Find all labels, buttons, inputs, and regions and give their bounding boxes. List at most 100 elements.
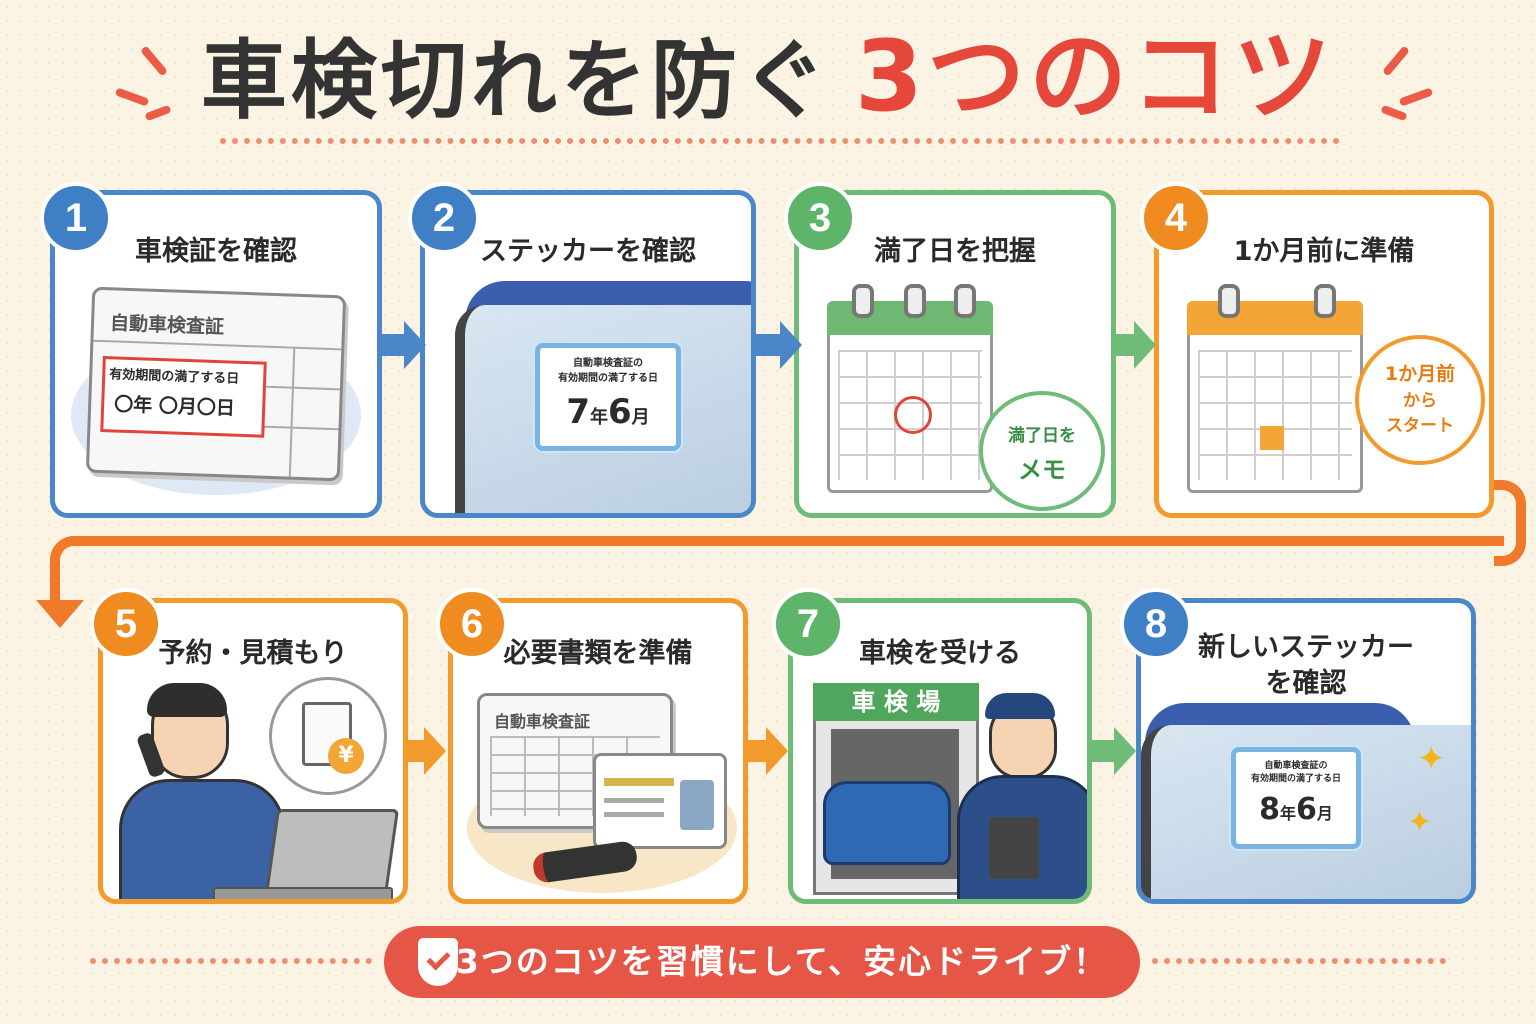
step-title: 車検を受ける: [859, 638, 1021, 669]
license-card-icon: [593, 753, 727, 849]
step-card-8: 新しいステッカー を確認 自動車検査証の 有効期間の満了する日 8年6月 ✦ ✦: [1136, 598, 1476, 904]
person-body: [119, 779, 285, 899]
expiry-box: 有効期間の満了する日 〇年 〇月〇日: [100, 356, 267, 438]
step-card-7: 車検を受ける 車 検 場: [788, 598, 1092, 904]
cert-line: [93, 339, 342, 351]
sticker-year-unit: 年: [1279, 804, 1296, 823]
step-title: 必要書類を準備: [503, 638, 693, 669]
vehicle-certificate: 自動車検査証 有効期間の満了する日 〇年 〇月〇日: [85, 286, 347, 482]
step-title-line2: を確認: [1265, 668, 1347, 699]
calendar-header: [1187, 301, 1363, 335]
inspection-sticker: 自動車検査証の 有効期間の満了する日 7年6月: [535, 343, 681, 451]
step-card-2: ステッカーを確認 自動車検査証の 有効期間の満了する日 7年6月: [420, 190, 756, 518]
calendar-icon: [1187, 284, 1363, 493]
step-title: 予約・見積もり: [158, 638, 348, 669]
sparkle-icon: ✦: [1417, 739, 1446, 779]
step-card-1: 車検証を確認 自動車検査証 有効期間の満了する日 〇年 〇月〇日: [50, 190, 382, 518]
cert-line: [258, 425, 339, 431]
certificate-title: 自動車検査証: [109, 312, 225, 339]
step-card-6: 必要書類を準備 自動車検査証: [448, 598, 748, 904]
step-title: 車検証を確認: [135, 236, 297, 267]
step-title: 1か月前に準備: [1233, 236, 1415, 267]
arrow-icon: [1116, 334, 1134, 356]
step-number-3: 3: [784, 182, 856, 254]
step-number-6: 6: [436, 588, 508, 660]
step-number-4: 4: [1140, 182, 1212, 254]
calendar-grid: [1198, 350, 1352, 480]
license-line: [604, 798, 664, 803]
person-hair: [147, 683, 227, 717]
arrow-icon: [1114, 727, 1136, 775]
arrow-icon: [780, 321, 802, 369]
arrow-icon: [766, 727, 788, 775]
footer-divider-right: [1152, 958, 1446, 964]
footer-banner: 3つのコツを習慣にして、安心ドライブ！: [384, 926, 1140, 998]
calendar-ring: [1218, 284, 1240, 318]
note-line3: スタート: [1386, 416, 1454, 436]
arrow-down-icon: [36, 600, 84, 628]
note-line2: から: [1403, 391, 1437, 411]
portrait-icon: [680, 780, 714, 830]
expiry-label: 有効期間の満了する日: [108, 367, 240, 387]
shield-check-icon: [418, 938, 458, 986]
sticker-month-unit: 月: [631, 407, 650, 428]
step-card-4: 1か月前に準備 1か月前 から スタート: [1154, 190, 1494, 518]
arrow-icon: [424, 727, 446, 775]
footer-text: 3つのコツを習慣にして、安心ドライブ！: [455, 942, 1109, 981]
start-bubble: 1か月前 から スタート: [1355, 335, 1485, 465]
cert-line: [288, 346, 296, 477]
license-stripe: [604, 778, 674, 786]
sticker-date: 8年6月: [1236, 792, 1356, 827]
connector-line: [70, 536, 1504, 546]
highlight-day: [1260, 426, 1284, 450]
laptop-icon: [264, 809, 400, 895]
step-number-8: 8: [1120, 588, 1192, 660]
sticker-month-unit: 月: [1316, 804, 1333, 823]
note-line1: 1か月前: [1384, 363, 1456, 385]
license-line: [604, 812, 664, 817]
arrow-icon: [756, 334, 780, 356]
step-number-2: 2: [408, 182, 480, 254]
date-circle-icon: [894, 396, 932, 434]
step-number-1: 1: [40, 182, 112, 254]
step-title-line1: 新しいステッカー: [1198, 632, 1414, 663]
sticker-line2: 有効期間の満了する日: [1250, 774, 1341, 784]
sticker-year-unit: 年: [590, 407, 608, 428]
footer-divider-left: [90, 958, 372, 964]
step-title: ステッカーを確認: [480, 236, 696, 267]
calendar-ring: [904, 284, 926, 318]
estimate-bubble: ¥: [269, 677, 387, 795]
inspection-sticker: 自動車検査証の 有効期間の満了する日 8年6月: [1231, 747, 1361, 849]
garage-sign: 車 検 場: [813, 683, 979, 721]
clipboard-icon: [989, 817, 1039, 879]
arrow-icon: [404, 321, 426, 369]
arrow-icon: [382, 334, 404, 356]
step-card-3: 満了日を把握 満了日を メモ: [794, 190, 1116, 518]
arrow-icon: [1092, 740, 1114, 762]
step-number-7: 7: [772, 588, 844, 660]
expiry-value: 〇年 〇月〇日: [113, 393, 236, 420]
certificate-title: 自動車検査証: [494, 712, 591, 731]
calendar-ring: [852, 284, 874, 318]
windshield: [455, 305, 751, 513]
sticker-year: 8: [1259, 792, 1280, 827]
connector-line: [50, 536, 90, 606]
sticker-month: 6: [1296, 792, 1317, 827]
laptop-base: [213, 887, 393, 899]
title-divider: [220, 138, 1340, 144]
memo-line2: メモ: [1018, 456, 1066, 484]
step-number-5: 5: [90, 588, 162, 660]
sticker-date: 7年6月: [540, 392, 676, 432]
sticker-month: 6: [608, 392, 632, 432]
car-icon: [823, 781, 951, 865]
connector-line: [1494, 480, 1526, 566]
sticker-line1: 自動車検査証の: [1264, 761, 1328, 771]
mechanic-cap: [985, 693, 1055, 719]
arrow-icon: [748, 740, 766, 762]
calendar-icon: [827, 284, 993, 493]
cert-line: [259, 385, 340, 391]
arrow-icon: [408, 740, 424, 762]
title-accent: 3つのコツ: [854, 20, 1336, 134]
sticker-line1: 自動車検査証の: [573, 358, 643, 369]
